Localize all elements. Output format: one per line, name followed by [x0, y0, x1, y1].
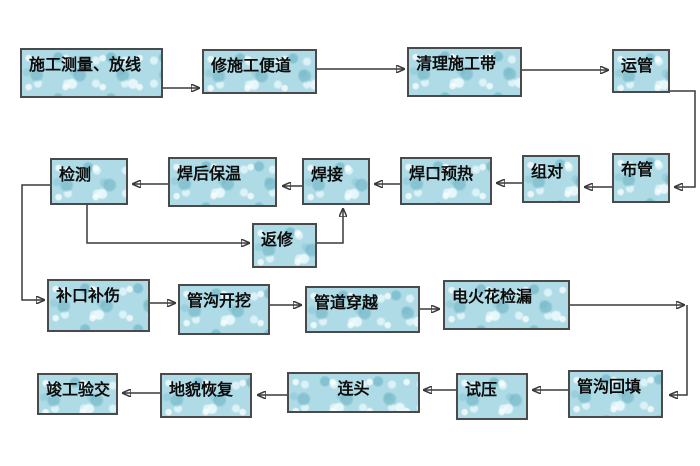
node-access-road: 修施工便道: [202, 49, 317, 94]
node-spark-leak-test: 电火花检漏: [443, 280, 570, 330]
node-inspection: 检测: [50, 158, 128, 205]
arrow-corner-to-backfill: [670, 305, 688, 395]
node-pipe-hauling: 运管: [612, 49, 670, 93]
node-clear-strip: 清理施工带: [407, 47, 522, 97]
arrow-inspect-to-rework: [86, 205, 249, 243]
node-rework: 返修: [252, 223, 317, 268]
node-fitup: 组对: [522, 155, 580, 203]
node-pipe-stringing: 布管: [612, 153, 670, 203]
node-welding: 焊接: [302, 158, 370, 205]
node-trench-backfill: 管沟回填: [568, 370, 663, 418]
node-pipeline-crossing: 管道穿越: [305, 286, 420, 333]
node-terrain-restore: 地貌恢复: [160, 373, 252, 418]
node-pressure-test: 试压: [456, 373, 528, 420]
node-weld-preheat: 焊口预热: [400, 157, 492, 205]
arrow-rework-to-welding: [317, 209, 343, 244]
node-survey-layout: 施工测量、放线: [20, 48, 163, 98]
node-completion-handover: 竣工验交: [37, 373, 118, 415]
arrow-hauling-to-stringing: [670, 90, 696, 187]
node-tie-in: 连头: [287, 372, 420, 413]
node-post-weld-insulation: 焊后保温: [168, 157, 277, 207]
arrow-inspect-to-jointrepair: [21, 184, 50, 300]
node-joint-repair: 补口补伤: [47, 279, 150, 332]
node-trench-excavation: 管沟开挖: [178, 284, 270, 335]
